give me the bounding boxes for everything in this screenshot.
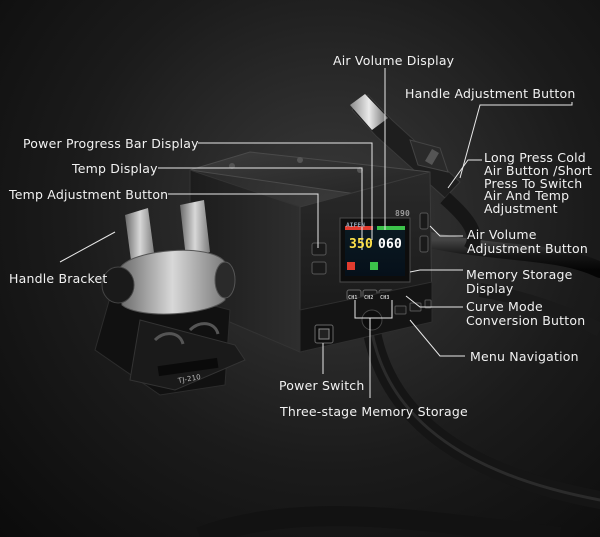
- label-three-stage-memory-storage: Three-stage Memory Storage: [280, 404, 468, 419]
- leader-lines: [59, 68, 573, 398]
- front-model-text: 890: [395, 209, 411, 218]
- soldering-station: [189, 151, 433, 353]
- label-temp-adjustment-button: Temp Adjustment Button: [9, 187, 169, 202]
- label-power-progress-bar-display: Power Progress Bar Display: [23, 136, 199, 151]
- label-air-volume-display: Air Volume Display: [333, 53, 455, 68]
- memory-button-2[interactable]: CH2: [364, 295, 374, 301]
- memory-button-3[interactable]: CH3: [380, 295, 390, 301]
- label-handle-adjustment-button: Handle Adjustment Button: [405, 86, 576, 101]
- label-menu-navigation: Menu Navigation: [470, 349, 579, 364]
- label-long-press-cold-air: Long Press Cold Air Button /Short Press …: [484, 150, 593, 217]
- hot-air-handle: [350, 94, 481, 254]
- lcd-temp-value: 350: [349, 237, 374, 252]
- handle-bracket: [94, 200, 246, 396]
- label-temp-display: Temp Display: [72, 161, 158, 176]
- memory-button-1[interactable]: CH1: [348, 295, 358, 301]
- label-curve-mode-conversion-button: Curve Mode Conversion Button: [466, 299, 586, 328]
- label-air-volume-adjustment-button: Air Volume Adjustment Button: [467, 227, 589, 256]
- air-hose: [196, 232, 600, 537]
- lcd-air-value: 060: [378, 237, 403, 252]
- label-power-switch: Power Switch: [279, 378, 365, 393]
- label-memory-storage-display: Memory Storage Display: [466, 267, 573, 296]
- label-handle-bracket: Handle Bracket: [9, 271, 108, 286]
- lcd-brand: AIFEN: [346, 222, 366, 229]
